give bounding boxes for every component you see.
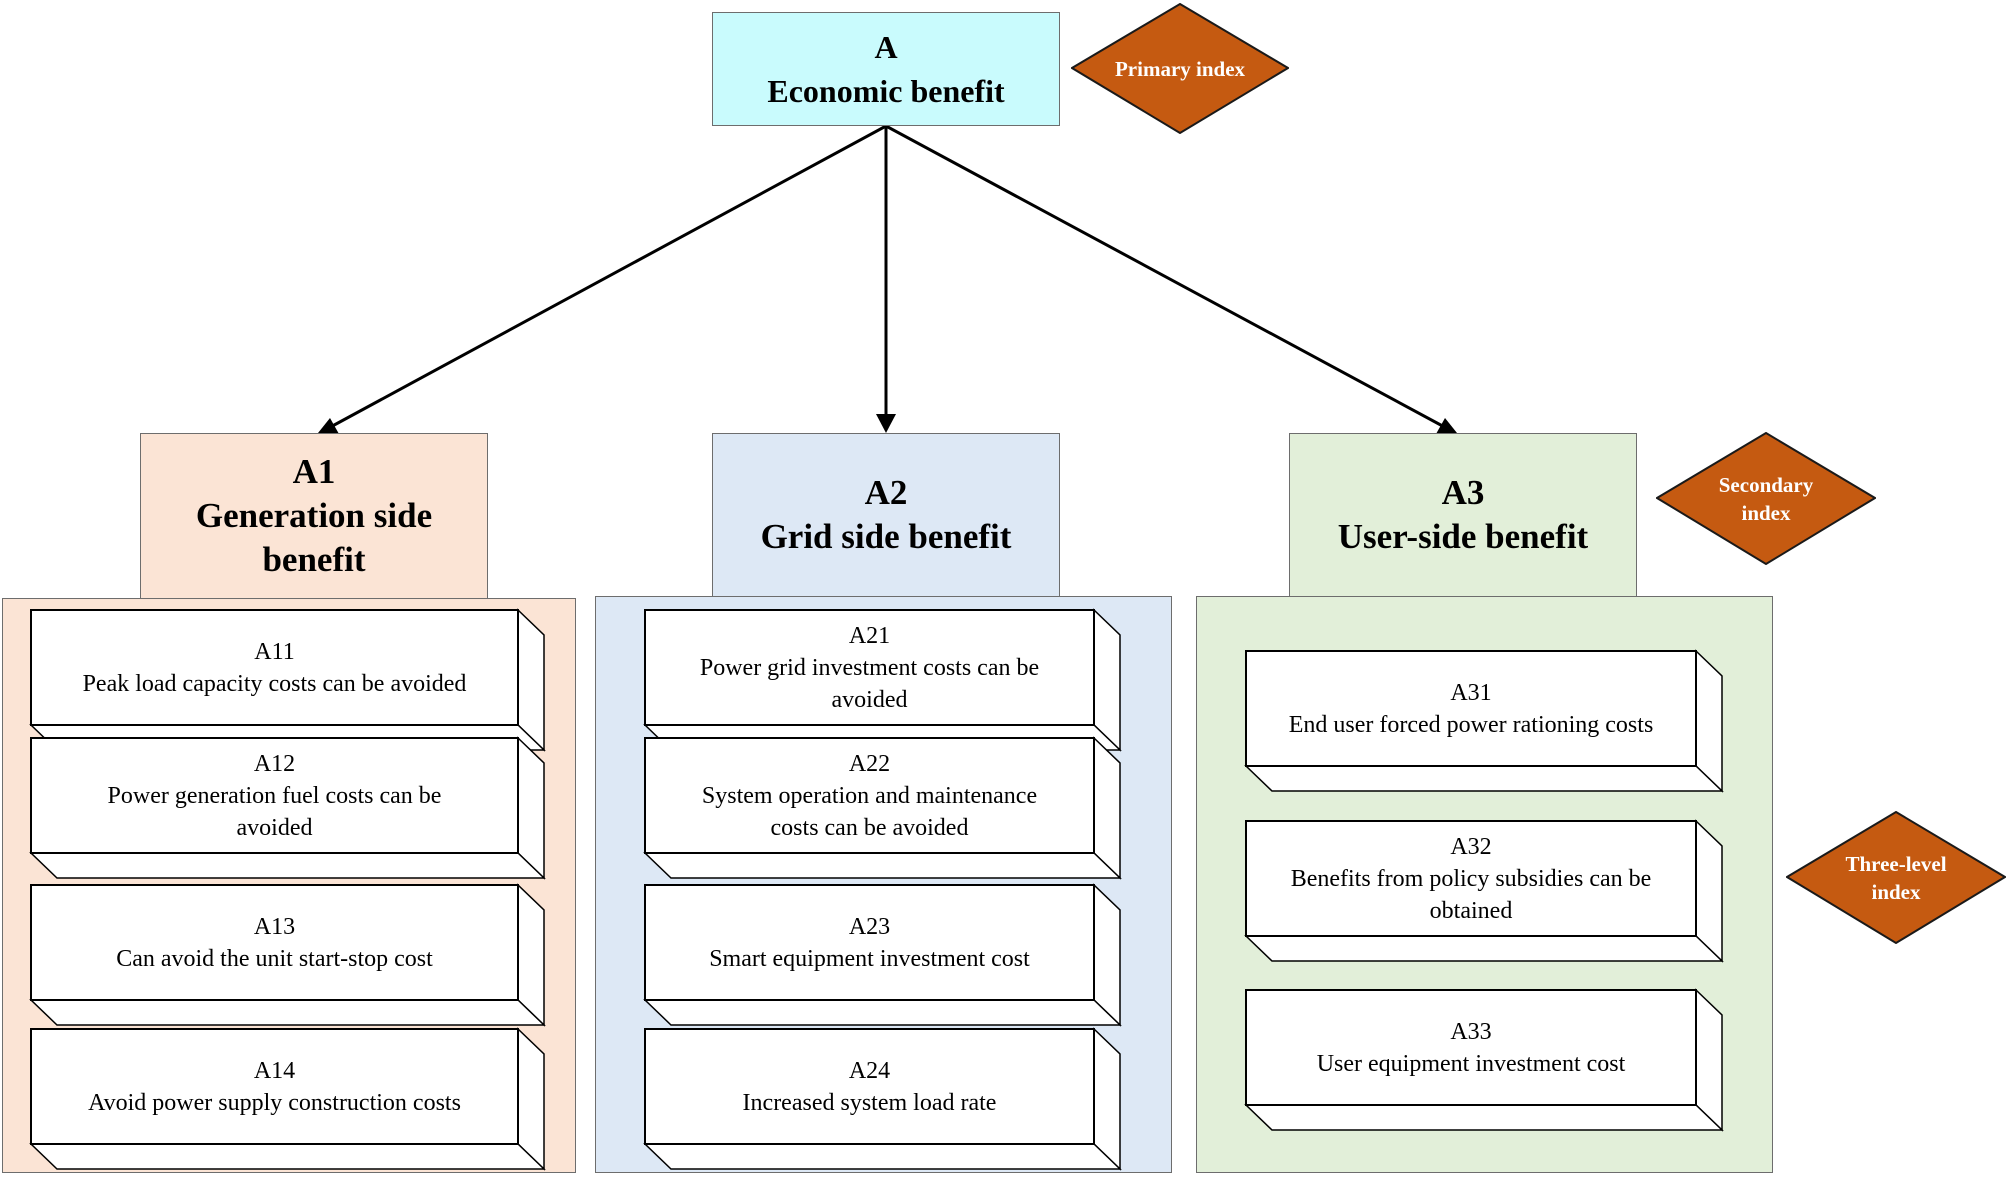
indicator-code: A22 <box>848 750 891 777</box>
secondary-node-A3: A3 User-side benefit <box>1289 433 1637 597</box>
indicator-label-line: Avoid power supply construction costs <box>88 1089 461 1116</box>
secondary-node-A2: A2 Grid side benefit <box>712 433 1060 597</box>
indicator-label-line: Increased system load rate <box>742 1089 997 1116</box>
indicator-code: A11 <box>254 638 295 665</box>
A1-title-line-2: benefit <box>262 540 366 579</box>
arrow-to-A1 <box>324 124 887 432</box>
arrow-to-A3 <box>885 124 1451 432</box>
box-3d-shape <box>1244 649 1724 793</box>
indicator-label-line: End user forced power rationing costs <box>1288 711 1654 738</box>
secondary-index-label-line-1: Secondary <box>1718 472 1814 497</box>
indicator-code: A21 <box>848 622 891 649</box>
indicator-code: A32 <box>1450 833 1492 860</box>
indicator-label-line: User equipment investment cost <box>1316 1050 1626 1077</box>
indicator-label-line: Can avoid the unit start-stop cost <box>116 945 433 972</box>
indicator-code: A14 <box>253 1057 296 1084</box>
indicator-label-line: obtained <box>1429 897 1513 924</box>
A1-code: A1 <box>292 452 336 491</box>
box-3d-shape <box>29 1027 546 1171</box>
root-code: A <box>874 29 898 65</box>
box-3d-shape <box>643 1027 1122 1171</box>
indicator-code: A13 <box>253 913 296 940</box>
indicator-code: A31 <box>1450 679 1492 706</box>
box-3d-shape <box>29 883 546 1027</box>
primary-index-diamond: Primary index <box>1071 3 1289 134</box>
diamond-shape <box>1656 432 1876 565</box>
indicator-label-line: costs can be avoided <box>770 814 969 841</box>
indicator-label-line: Benefits from policy subsidies can be <box>1290 865 1652 892</box>
indicator-label-line: Peak load capacity costs can be avoided <box>82 670 467 697</box>
A1-title-line-1: Generation side <box>195 496 433 535</box>
secondary-node-A1: A1 Generation side benefit <box>140 433 488 599</box>
A3-title: User-side benefit <box>1337 517 1589 556</box>
three-level-index-diamond: Three-level index <box>1786 811 2006 944</box>
box-3d-shape <box>643 736 1122 880</box>
root-title: Economic benefit <box>767 73 1005 109</box>
diamond-shape <box>1786 811 2006 944</box>
indicator-label-line: Power generation fuel costs can be <box>107 782 442 809</box>
indicator-code: A23 <box>848 913 891 940</box>
box-3d-shape <box>1244 819 1724 963</box>
box-3d-shape <box>1244 988 1724 1132</box>
box-3d-shape <box>643 883 1122 1027</box>
indicator-label-line: avoided <box>831 686 908 713</box>
indicator-code: A12 <box>253 750 296 777</box>
A2-title: Grid side benefit <box>760 517 1012 556</box>
indicator-label-line: Smart equipment investment cost <box>709 945 1030 972</box>
indicator-label-line: avoided <box>236 814 313 841</box>
indicator-code: A33 <box>1450 1018 1492 1045</box>
indicator-label-line: System operation and maintenance <box>701 782 1038 809</box>
three-level-index-label-line-1: Three-level <box>1845 851 1947 876</box>
box-3d-shape <box>29 736 546 880</box>
arrowhead-A3 <box>1436 418 1457 434</box>
A2-code: A2 <box>864 473 908 512</box>
three-level-index-label-line-2: index <box>1871 879 1921 904</box>
arrowhead-A1 <box>318 418 339 434</box>
A3-code: A3 <box>1441 473 1485 512</box>
secondary-index-diamond: Secondary index <box>1656 432 1876 565</box>
secondary-index-label-line-2: index <box>1741 500 1791 525</box>
root-node: A Economic benefit <box>712 12 1060 126</box>
indicator-label-line: Power grid investment costs can be <box>699 654 1040 681</box>
arrowhead-A2 <box>876 414 896 433</box>
diamond-shape <box>1071 3 1289 134</box>
indicator-code: A24 <box>848 1057 891 1084</box>
primary-index-label: Primary index <box>1114 56 1246 81</box>
